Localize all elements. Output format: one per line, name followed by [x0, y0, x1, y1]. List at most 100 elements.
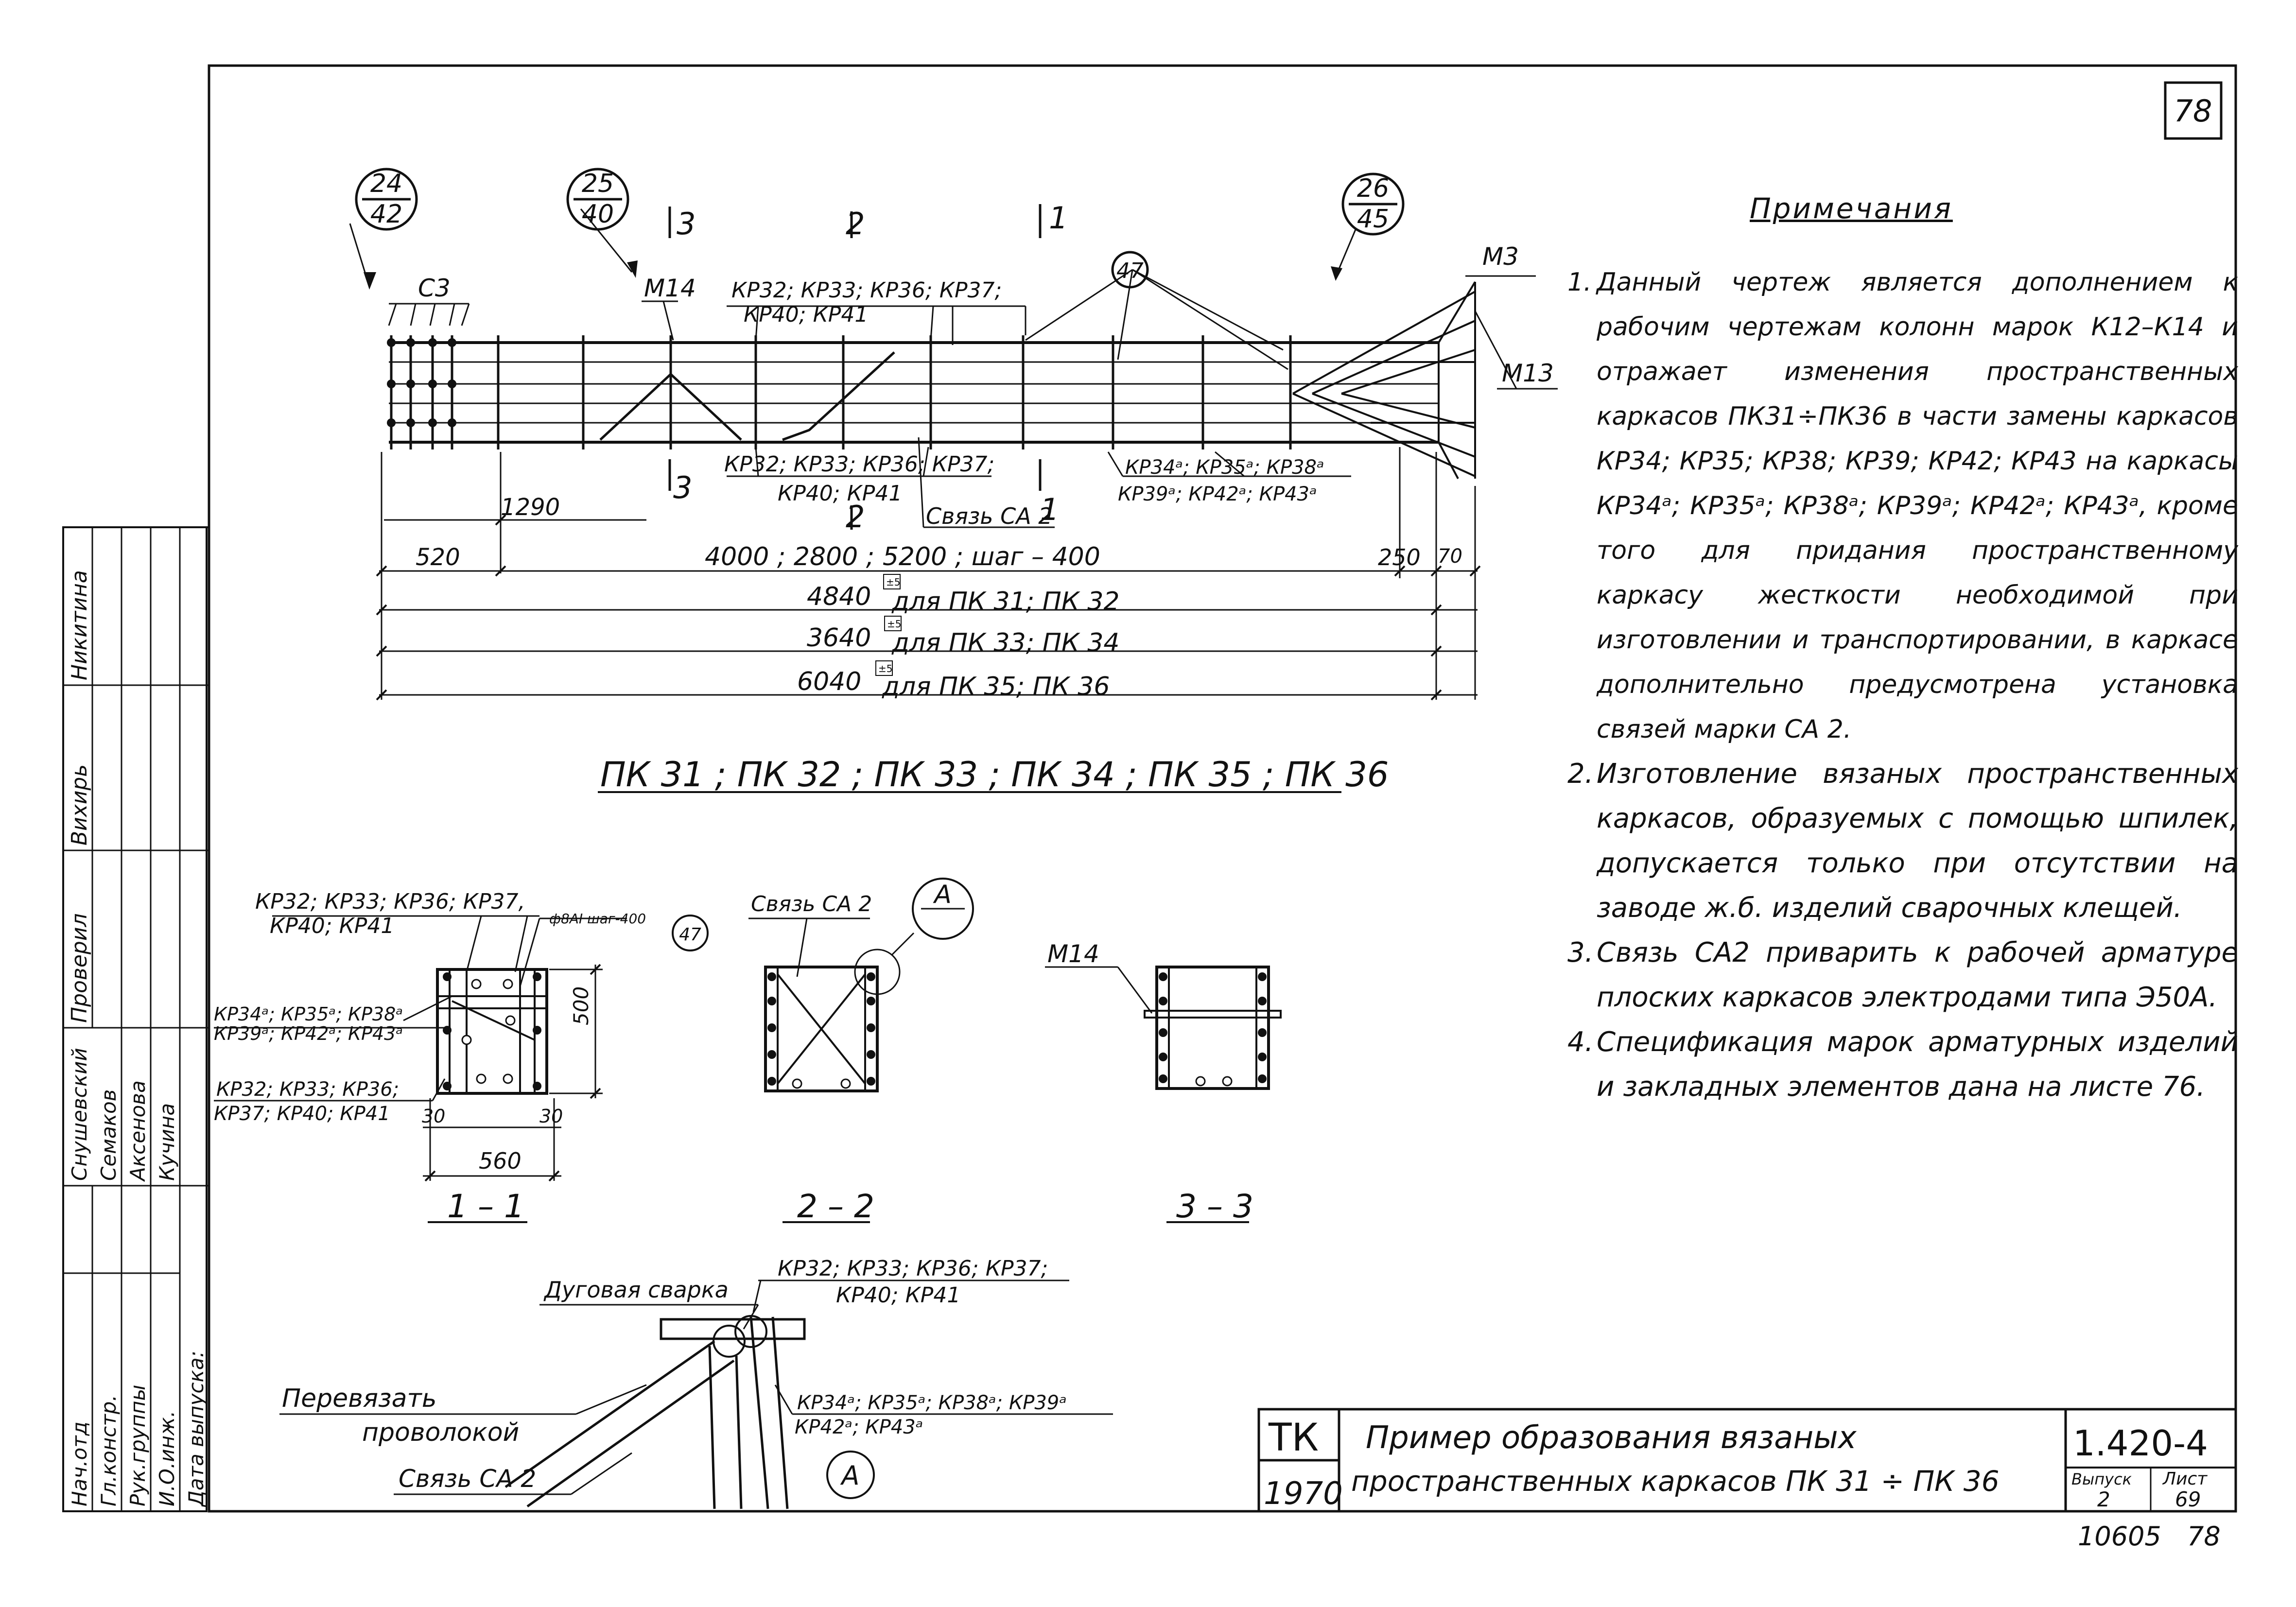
detail-kp2: КР40; КР41	[836, 1283, 960, 1308]
note-item-2: 2. Изготовление вязаных пространственных…	[1567, 752, 2238, 931]
kp-a-line1: КР34ᵃ; КР35ᵃ; КР38ᵃ	[1125, 456, 1324, 479]
callout-mid-bottom: 40	[582, 200, 614, 229]
dim-3640: 3640	[807, 623, 871, 653]
kp-a-line2: КР39ᵃ; КР42ᵃ; КР43ᵃ	[1118, 483, 1317, 505]
svyaz-ca2-main: Связь СА 2	[926, 503, 1053, 529]
detail-kp4: КР42ᵃ; КР43ᵃ	[795, 1416, 923, 1438]
s11-rebar: ф8АI шаг-400	[549, 911, 646, 927]
dim-70: 70	[1438, 545, 1462, 568]
tb-list-label: Лист	[2162, 1469, 2208, 1489]
label-3-3: 3 – 3	[1176, 1188, 1253, 1225]
dim-6040-note: для ПК 35; ПК 36	[882, 672, 1110, 701]
section-2-2-texts: Связь СА 2 А 2 – 2	[751, 880, 952, 1225]
s22-svyaz: Связь СА 2	[751, 892, 872, 916]
kp-top-line2: КР40; КР41	[744, 302, 868, 327]
bottom-number: 78	[2187, 1521, 2221, 1552]
sidebar-ruk-gruppy: Рук.группы	[126, 1384, 150, 1506]
label-m14: М14	[644, 274, 696, 302]
tb-vypusk-label: Выпуск	[2071, 1470, 2132, 1488]
label-1-1: 1 – 1	[447, 1188, 524, 1225]
callout-right-bottom: 45	[1357, 205, 1389, 234]
s11-dim-30a: 30	[422, 1106, 445, 1127]
kp-bottom-line1: КР32; КР33; КР36; КР37;	[724, 452, 994, 477]
tb-series: 1.420-4	[2073, 1423, 2208, 1464]
dim-step: 4000 ; 2800 ; 5200 ; шаг – 400	[705, 542, 1100, 571]
mark-47: 47	[1116, 259, 1144, 283]
s11-kp-top2: КР40; КР41	[270, 914, 394, 938]
note-text: Спецификация марок арматурных изделий и …	[1597, 1026, 2238, 1103]
note-text: Связь СА2 приварить к рабочей арматуре п…	[1597, 937, 2238, 1013]
sidebar-signer-2: Никитина	[67, 570, 92, 680]
dim-520: 520	[416, 544, 460, 571]
label-2-2: 2 – 2	[797, 1188, 874, 1225]
bottom-code: 10605	[2078, 1521, 2161, 1552]
dim-1290: 1290	[501, 494, 560, 521]
main-elevation-texts: 24 42 25 40 26 45 47 3 3 2 2 1 1 С3 М14 …	[370, 169, 1554, 795]
note-number: 3.	[1567, 937, 1594, 968]
s11-rebar-ref: 47	[679, 925, 701, 945]
kp-bottom-line2: КР40; КР41	[778, 481, 902, 506]
label-m3: М3	[1482, 242, 1519, 271]
tb-title-line1: Пример образования вязаных	[1366, 1420, 1857, 1456]
title-block	[1257, 1408, 2237, 1513]
tol-3640: ±5	[887, 618, 901, 630]
detail-kp1: КР32; КР33; КР36; КР37;	[778, 1256, 1048, 1281]
section-mark-2-bottom: 2	[846, 499, 865, 535]
label-c3: С3	[418, 274, 451, 302]
section-1-1-texts: КР32; КР33; КР36; КР37, КР40; КР41 ф8АI …	[214, 889, 701, 1225]
dim-250: 250	[1378, 544, 1421, 570]
note-number: 1.	[1567, 268, 1592, 297]
section-mark-2-top: 2	[846, 206, 865, 242]
dim-6040: 6040	[797, 667, 861, 696]
notes-list: 1. Данный чертеж является дополнением к …	[1567, 260, 2238, 1109]
sheet-frame	[208, 64, 2237, 1513]
s11-kp-top1: КР32; КР33; КР36; КР37,	[255, 889, 525, 914]
tb-vypusk: 2	[2097, 1487, 2110, 1511]
sidebar-person-1: Снушевский	[68, 1048, 91, 1181]
detail-callout: А	[840, 1460, 860, 1491]
section-mark-3-bottom: 3	[673, 470, 692, 505]
sidebar-person-3: Аксенова	[126, 1080, 150, 1182]
s22-callout: А	[933, 880, 952, 909]
detail-a	[279, 1279, 1113, 1509]
s11-dim-560: 560	[479, 1148, 522, 1174]
kp-top-line1: КР32; КР33; КР36; КР37;	[731, 278, 1002, 303]
s33-m14: М14	[1047, 940, 1099, 968]
label-m13: М13	[1502, 359, 1554, 387]
section-1-1	[214, 915, 709, 1223]
section-mark-3-top: 3	[677, 206, 696, 242]
callout-left-bottom: 42	[370, 200, 402, 229]
detail-kp3: КР34ᵃ; КР35ᵃ; КР38ᵃ; КР39ᵃ	[797, 1392, 1067, 1414]
sidebar-gl-konstr: Гл.констр.	[97, 1395, 121, 1506]
section-3-3-texts: М14 3 – 3	[1047, 940, 1253, 1225]
s11-kp-a2: КР39ᵃ; КР42ᵃ; КР43ᵃ	[214, 1023, 403, 1044]
note-item-1: 1. Данный чертеж является дополнением к …	[1567, 260, 2238, 752]
dim-4840: 4840	[807, 582, 871, 611]
note-number: 2.	[1567, 758, 1594, 790]
sidebar	[62, 526, 209, 1512]
note-number: 4.	[1567, 1026, 1594, 1058]
notes-title: Примечания	[1750, 192, 1953, 225]
note-text: Данный чертеж является дополнением к раб…	[1597, 268, 2238, 744]
tol-4840: ±5	[886, 576, 900, 588]
sidebar-texts: Нач.отд Гл.констр. Рук.группы И.О.инж. Д…	[67, 570, 208, 1507]
dim-4840-note: для ПК 31; ПК 32	[891, 587, 1119, 616]
tb-org: ТК	[1268, 1416, 1319, 1460]
sidebar-data-vypuska: Дата выпуска:	[184, 1350, 208, 1507]
sidebar-person-4: Кучина	[155, 1103, 179, 1181]
sidebar-io-inzh: И.О.инж.	[155, 1411, 179, 1506]
corner-number: 78	[2174, 93, 2212, 129]
callout-mid-top: 25	[582, 169, 614, 198]
corner-number-box	[2164, 81, 2223, 140]
sidebar-signer-1: Вихирь	[67, 764, 92, 846]
s11-kp-b2: КР37; КР40; КР41	[214, 1103, 390, 1125]
main-caption: ПК 31 ; ПК 32 ; ПК 33 ; ПК 34 ; ПК 35 ; …	[600, 755, 1389, 795]
dim-3640-note: для ПК 33; ПК 34	[891, 628, 1119, 657]
detail-welding: Дуговая сварка	[543, 1277, 729, 1303]
s11-dim-30b: 30	[539, 1106, 563, 1127]
sidebar-nach-otd: Нач.отд	[68, 1421, 91, 1506]
detail-tie1: Перевязать	[282, 1384, 436, 1413]
s11-dim-500: 500	[569, 986, 593, 1025]
